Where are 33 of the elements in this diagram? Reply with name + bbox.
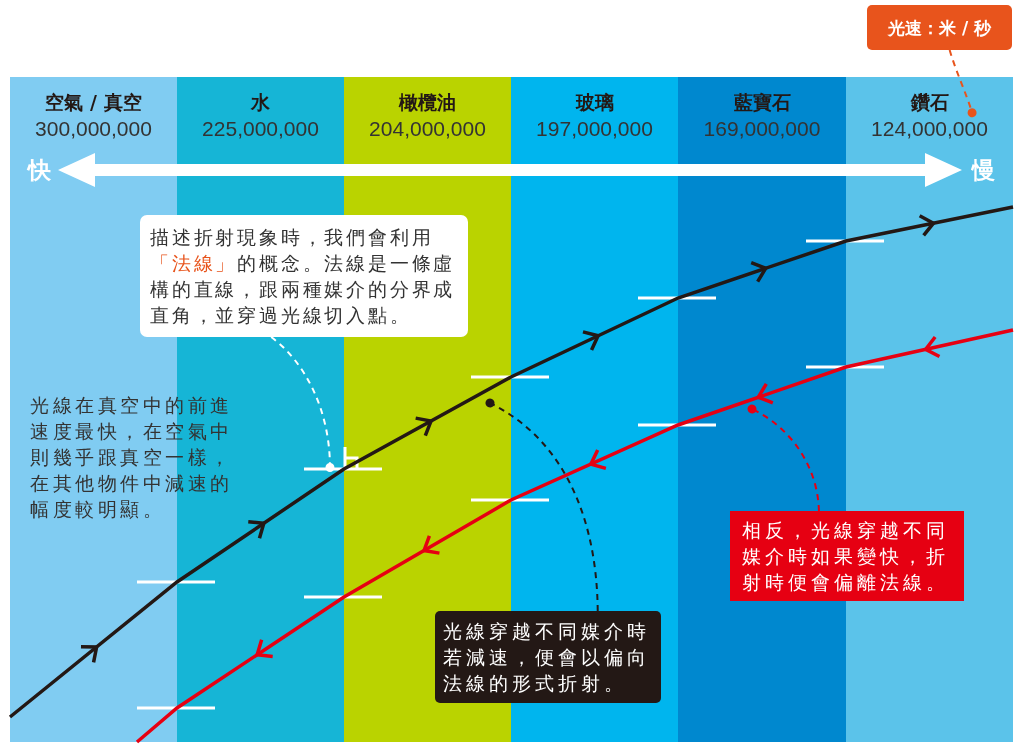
leader-line — [747, 404, 820, 512]
medium-header — [678, 77, 846, 150]
medium-name: 空氣 / 真空 — [45, 90, 142, 114]
callout-box — [435, 611, 661, 703]
medium-header — [846, 77, 1013, 150]
medium-header — [511, 77, 678, 150]
medium-header — [177, 77, 344, 150]
normal-line — [304, 467, 382, 471]
speed-value: 124,000,000 — [871, 117, 988, 141]
unit-label: 光速：米 / 秒 — [887, 16, 991, 39]
note-text: 光線在真空中的前進速度最快，在空氣中則幾乎跟真空一樣，在其他物件中減速的幅度較明顯。 — [30, 393, 234, 522]
callout-text: 光線穿越不同媒介時若減速，便會以偏向法線的形式折射。 — [443, 619, 651, 696]
speed-value: 204,000,000 — [369, 117, 486, 141]
callout-text: 描述折射現象時，我們會利用「法線」的概念。法線是一條虛構的直線，跟兩種媒介的分界成直角，並穿過光線切入點。 — [150, 225, 457, 328]
callout-box — [730, 511, 964, 601]
medium-header — [10, 77, 177, 150]
callout-box — [140, 215, 468, 337]
medium-header — [344, 77, 511, 150]
speed-value: 300,000,000 — [35, 117, 152, 141]
speed-value: 169,000,000 — [703, 117, 821, 141]
speed-end-label: 慢 — [972, 156, 995, 184]
unit-tag — [867, 5, 1012, 50]
speed-value: 225,000,000 — [202, 117, 319, 141]
medium-name: 藍寶石 — [733, 90, 791, 114]
medium-name: 橄欖油 — [399, 90, 456, 114]
leader-line — [270, 336, 335, 472]
medium-name: 玻璃 — [575, 90, 614, 114]
medium-name: 水 — [251, 90, 270, 114]
leader-line — [485, 398, 599, 612]
leader-line — [948, 49, 977, 118]
medium-name: 鑽石 — [910, 90, 949, 114]
speed-value: 197,000,000 — [536, 117, 653, 141]
callout-text: 相反，光線穿越不同媒介時如果變快，折射時便會偏離法線。 — [742, 518, 950, 595]
